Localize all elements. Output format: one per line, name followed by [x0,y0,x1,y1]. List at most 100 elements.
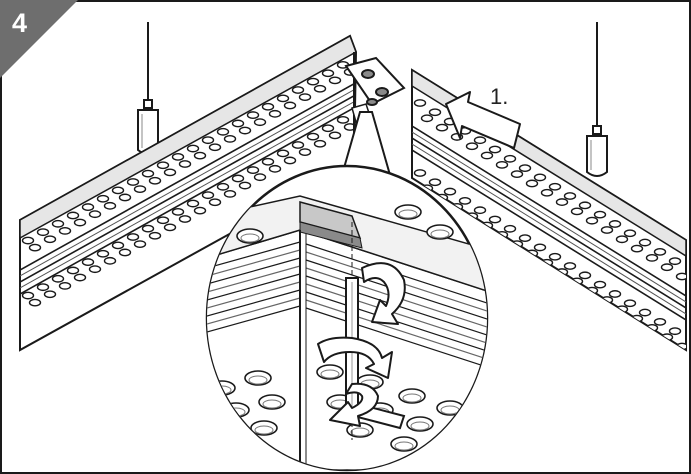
perforation-hole [236,228,264,244]
perforation-hole [231,119,245,128]
perforation-hole [593,280,607,289]
perforation-hole [253,173,267,182]
perforation-hole [66,266,80,275]
perforation-hole [258,394,286,410]
perforation-hole [58,282,72,290]
perforation-hole [488,215,502,224]
profile-rail-icon [411,68,687,352]
perforation-hole [406,416,434,432]
perforation-hole [615,235,629,244]
perforation-hole [313,84,327,93]
perforation-hole [216,182,230,191]
perforation-hole [81,258,95,266]
perforation-hole [111,241,125,250]
perforation-hole [336,116,350,124]
perforation-hole [608,220,622,228]
perforation-hole [503,224,517,233]
perforation-hole [563,192,577,200]
perforation-hole [133,240,147,248]
perforation-hole [268,109,282,118]
perforation-hole [518,164,532,173]
perforation-hole [148,176,162,185]
perforation-hole [600,226,614,234]
perforation-hole [51,219,65,228]
perforation-hole [533,243,547,252]
perforation-hole [428,178,442,187]
perforation-hole [328,76,342,85]
perforation-hole [675,272,686,281]
perforation-hole [118,193,132,202]
perforation-hole [518,234,532,243]
perforation-hole [88,210,102,219]
perforation-hole [660,263,674,272]
slide-step-label: 1. [490,84,508,109]
perforation-hole [111,186,125,195]
perforation-hole [156,161,170,170]
perforation-hole [223,135,237,143]
perforation-hole [465,142,479,151]
perforation-hole [306,132,320,141]
perforation-hole [28,298,42,307]
perforation-hole [283,101,297,110]
perforation-hole [413,99,427,107]
perforation-hole [193,206,207,215]
perforation-hole [668,257,682,266]
perforation-hole [458,196,472,205]
perforation-hole [43,290,57,299]
perforation-hole [276,149,290,158]
perforation-hole [578,201,592,210]
perforation-hole [555,198,569,206]
perforation-hole [51,274,65,283]
perforation-hole [21,236,35,245]
perforation-hole [126,233,140,241]
perforation-hole [298,93,312,101]
perforation-hole [231,174,245,183]
perforation-hole [413,169,427,177]
perforation-hole [238,181,252,190]
perforation-hole [653,247,667,256]
profile-rail-icon [19,34,358,352]
perforation-hole [148,231,162,240]
perforation-hole [488,145,502,154]
suspension-wire-icon [586,22,608,177]
perforation-hole [223,190,237,198]
perforation-hole [81,203,95,211]
perforation-hole [428,108,442,117]
perforation-hole [473,206,487,215]
perforation-hole [103,201,117,210]
perforation-hole [623,229,637,238]
perforation-hole [276,94,290,103]
perforation-hole [133,185,147,193]
perforation-hole [525,179,539,188]
perforation-hole [88,265,102,274]
perforation-hole [420,114,434,123]
perforation-hole [398,388,426,404]
rotation-arrow-icon [317,262,406,427]
perforation-hole [435,123,449,132]
slide-arrow-icon [445,91,521,149]
perforation-hole [171,208,185,216]
perforation-hole [244,370,272,386]
perforation-hole [638,308,652,317]
perforation-hole [208,143,222,152]
perforation-hole [73,218,87,227]
perforation-hole [321,69,335,78]
perforation-hole [578,271,592,280]
perforation-hole [548,182,562,191]
perforation-hole [261,102,275,111]
perforation-hole [638,238,652,247]
perforation-hole [178,160,192,168]
perforation-hole [473,136,487,145]
perforation-hole [390,436,418,452]
perforation-hole [103,256,117,265]
perforation-hole [540,188,554,197]
perforation-hole [163,223,177,232]
perforation-hole [426,224,454,240]
perforation-hole [66,211,80,220]
perforation-hole [443,187,457,196]
perforation-hole [96,194,110,203]
step-number: 4 [12,8,27,38]
perforation-hole [313,139,327,148]
